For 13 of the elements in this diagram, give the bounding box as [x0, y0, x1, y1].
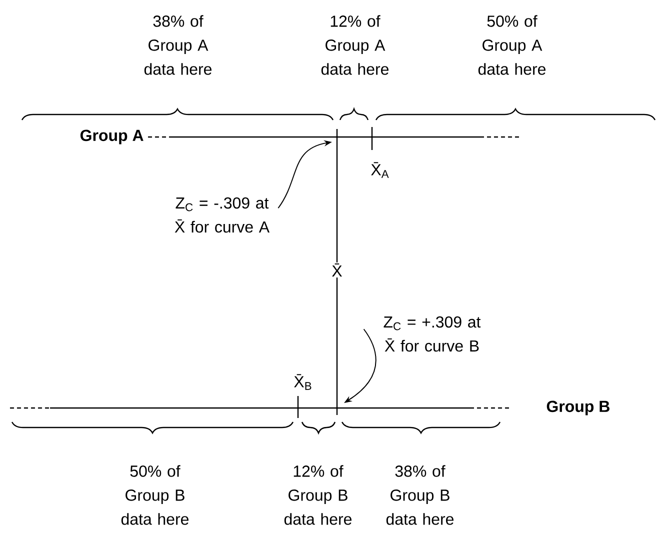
brace-label: 38% of Group A data here	[144, 15, 212, 75]
brace-label: 12% of Group B data here	[284, 465, 352, 525]
brace-label: 50% of Group A data here	[478, 15, 546, 75]
brace-label: 12% of Group A data here	[321, 15, 389, 75]
mean-label: X̄$_{A}$	[371, 162, 389, 178]
brace-label: 38% of Group B data here	[386, 465, 454, 525]
group-label: Group B	[546, 400, 610, 416]
brace-label: 50% of Group B data here	[121, 465, 189, 525]
annotation-text: Z$_{C}$ = -.309 at X̄ for curve A	[174, 197, 270, 233]
annotation-text: Z$_{C}$ = +.309 at X̄ for curve B	[384, 316, 481, 352]
group-label: Group A	[80, 130, 144, 144]
mean-label: X̄	[330, 262, 344, 278]
mean-label: X̄$_{B}$	[294, 374, 312, 390]
